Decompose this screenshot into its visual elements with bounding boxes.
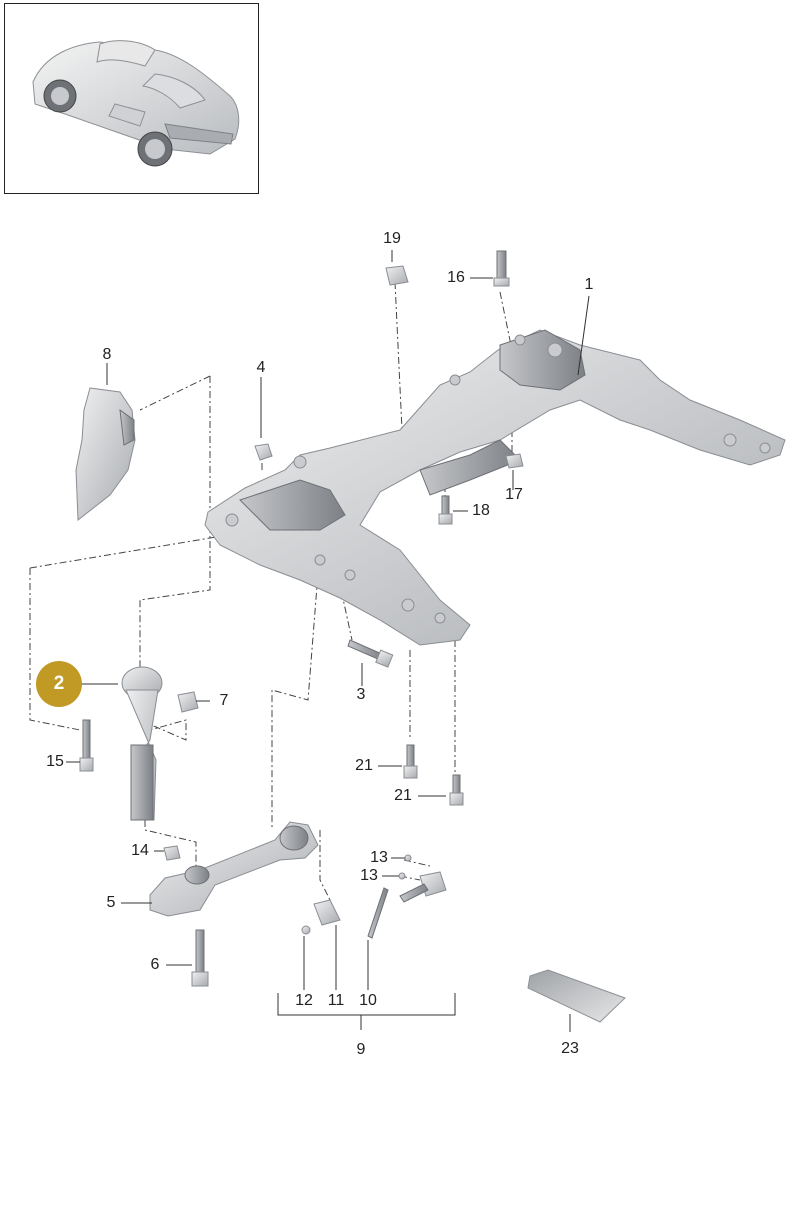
part-label-15[interactable]: 15	[46, 753, 64, 770]
level-sensor-assembly	[301, 854, 447, 939]
nut-17	[505, 453, 524, 469]
control-arm-5	[149, 821, 319, 917]
bolt-18	[438, 495, 453, 525]
vehicle-thumbnail	[4, 3, 259, 194]
bolt-21b	[449, 774, 464, 806]
nut-4	[254, 443, 273, 461]
part-label-19[interactable]: 19	[383, 230, 401, 247]
bolt-21a	[403, 744, 418, 779]
bolt-15	[79, 719, 94, 772]
sports-car-icon	[32, 40, 240, 167]
part-label-6[interactable]: 6	[150, 956, 160, 973]
part-label-7[interactable]: 7	[219, 692, 229, 709]
part-label-13b[interactable]: 13	[360, 867, 378, 884]
highlighted-part-badge-2[interactable]: 2	[36, 661, 82, 707]
stud-16	[493, 250, 510, 287]
part-label-14[interactable]: 14	[131, 842, 149, 859]
bolt-3	[347, 639, 394, 668]
part-label-9[interactable]: 9	[356, 1041, 366, 1058]
nut-14	[163, 845, 181, 861]
part-label-1[interactable]: 1	[584, 276, 594, 293]
part-label-17[interactable]: 17	[505, 486, 523, 503]
heat-shield	[75, 387, 136, 521]
leader-lines	[66, 250, 590, 1032]
part-label-16[interactable]: 16	[447, 269, 465, 286]
part-label-10[interactable]: 10	[359, 992, 377, 1009]
part-label-23[interactable]: 23	[561, 1040, 579, 1057]
part-label-5[interactable]: 5	[106, 894, 116, 911]
part-label-12[interactable]: 12	[295, 992, 313, 1009]
part-label-4[interactable]: 4	[256, 359, 266, 376]
bolt-6	[191, 929, 209, 987]
part-label-13a[interactable]: 13	[370, 849, 388, 866]
part-label-21a[interactable]: 21	[355, 757, 373, 774]
protective-boot-23	[527, 969, 626, 1023]
part-label-3[interactable]: 3	[356, 686, 366, 703]
nut-7	[177, 691, 199, 713]
clip-19	[385, 265, 409, 286]
bearing-bracket-2	[121, 666, 163, 821]
part-label-8[interactable]: 8	[102, 346, 112, 363]
part-label-21b[interactable]: 21	[394, 787, 412, 804]
front-axle-subframe	[204, 329, 786, 646]
assembly-lines	[29, 281, 513, 901]
part-label-11[interactable]: 11	[327, 992, 345, 1009]
part-label-18[interactable]: 18	[472, 502, 490, 519]
